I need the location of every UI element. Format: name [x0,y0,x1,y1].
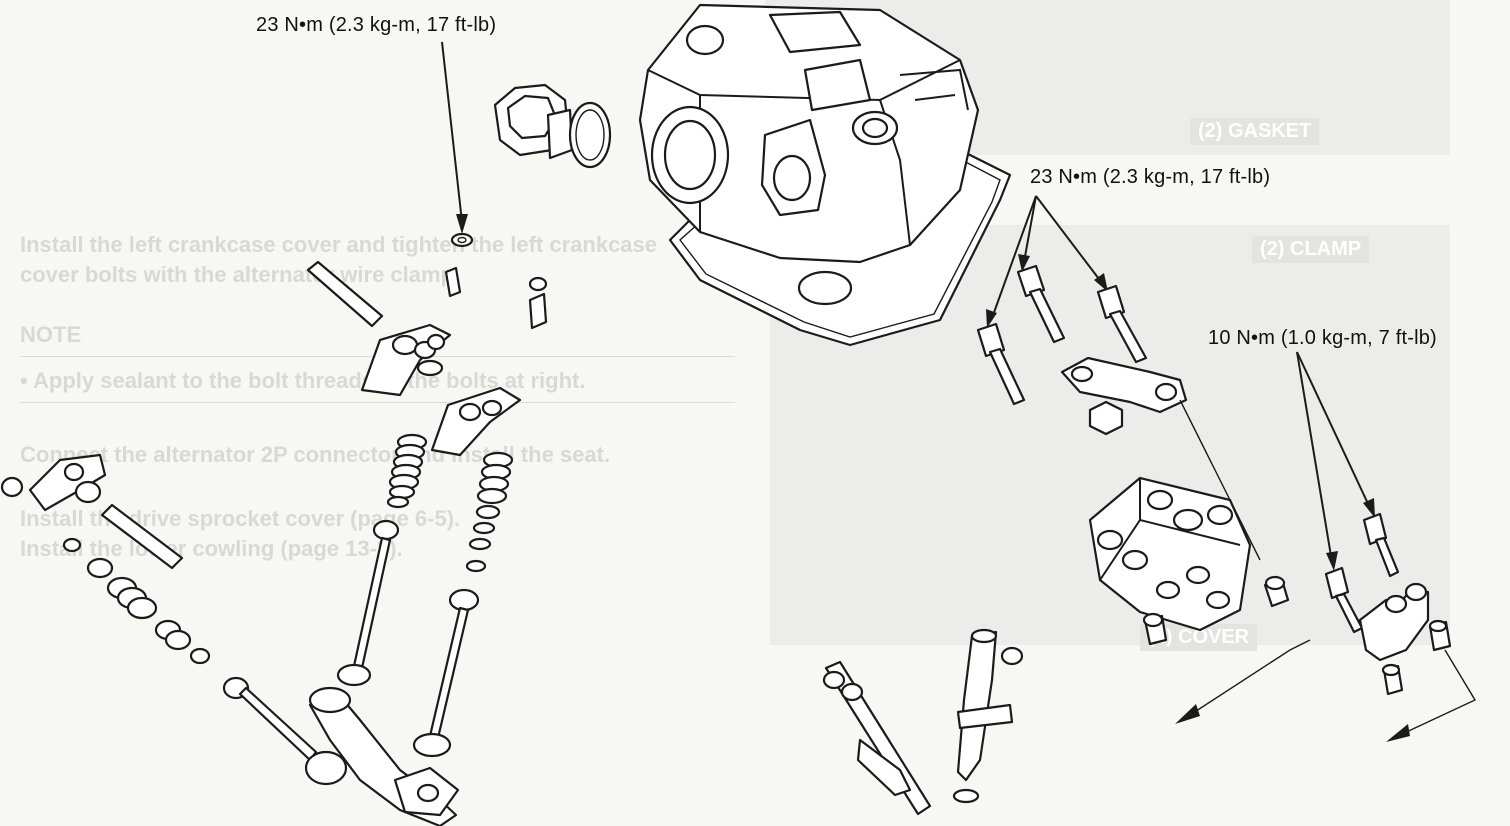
oil-filler-cap [493,83,612,169]
cam-holder-block [1088,476,1311,724]
cylinder-head-cover [638,3,1012,347]
bleed-box-clamp: (2) CLAMP [1252,236,1370,263]
torque-label-top: 23 N•m (2.3 kg-m, 17 ft-lb) [256,14,497,36]
small-bolts-and-dowels [1324,512,1476,742]
torque-label-far-right: 10 N•m (1.0 kg-m, 7 ft-lb) [1208,327,1437,349]
cam-holder-bracket [1060,356,1261,561]
sealing-washer [450,232,474,248]
valve-train-parts [0,260,548,826]
right-bolts [976,264,1148,406]
bleed-text-note-heading: NOTE [20,322,82,347]
bleed-text-para1-line2: cover bolts with the alternator wire cla… [20,262,461,287]
torque-label-right-bolts: 23 N•m (2.3 kg-m, 17 ft-lb) [1030,166,1271,188]
bleed-text-para1-line1: Install the left crankcase cover and tig… [20,232,658,257]
cam-chain-tensioner-parts [822,628,1024,816]
bleed-rule-2 [20,402,735,403]
torque-arrows [441,41,1375,571]
bleed-text-para3-line2: Install the lower cowling (page 13-3). [20,536,403,561]
bleed-box-gasket: (2) GASKET [1190,118,1320,145]
bleed-text-note-bullet: • Apply sealant to the bolt threads of t… [20,368,586,393]
